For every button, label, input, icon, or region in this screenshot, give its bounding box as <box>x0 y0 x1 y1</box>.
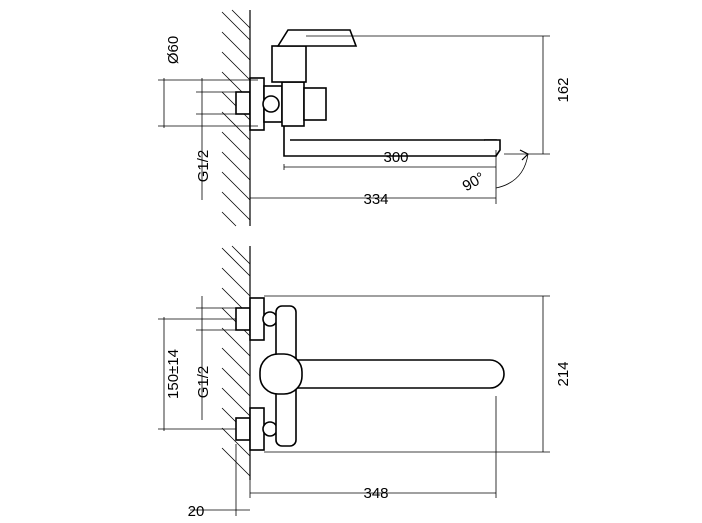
dimension-thread-top: G1/2 <box>195 78 236 200</box>
top-view: Ø60 G1/2 162 300 90° <box>158 9 572 227</box>
dim-spout-front-label: 348 <box>363 485 388 502</box>
dimension-height-front: 214 <box>264 295 572 453</box>
dim-inlet-spacing-label: 150±14 <box>165 349 182 399</box>
dimension-thread-front: G1/2 <box>195 296 236 420</box>
front-view: 150±14 G1/2 214 348 20 <box>158 245 572 520</box>
dimension-inlet-spacing: 150±14 <box>158 317 236 431</box>
dim-height-top-label: 162 <box>555 77 572 102</box>
dim-spout-top-label: 300 <box>383 149 408 166</box>
dim-thread-front-label: G1/2 <box>195 366 212 399</box>
dimension-spout-front: 348 <box>249 396 497 502</box>
dim-thread-top-label: G1/2 <box>195 150 212 183</box>
dim-wall-offset-label: 20 <box>188 503 205 520</box>
dim-depth-top-label: 334 <box>363 191 388 208</box>
dimension-spout-top: 300 <box>283 149 496 170</box>
dimension-depth-top: 334 <box>250 150 497 208</box>
dim-diameter-label: Ø60 <box>165 36 182 64</box>
dimension-height-top: 162 <box>306 35 572 155</box>
dim-height-front-label: 214 <box>555 361 572 386</box>
faucet-body-top <box>235 29 501 157</box>
dimension-diameter: Ø60 <box>158 36 258 128</box>
wall-hatch-top <box>221 9 251 227</box>
dim-angle-label: 90° <box>460 169 488 195</box>
dimension-wall-offset: 20 <box>188 444 250 520</box>
faucet-body-front <box>235 297 505 451</box>
